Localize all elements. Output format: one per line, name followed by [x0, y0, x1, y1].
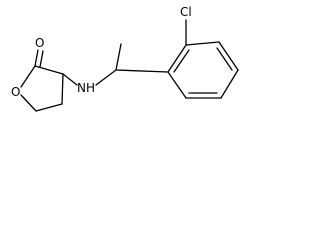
side-chain: [62, 43, 169, 86]
phenyl-ring: [167, 41, 239, 99]
bond-ar2-ar3: [185, 41, 220, 46]
aromatic-inner-bond-2: [216, 47, 233, 71]
bond-ch-phenyl: [115, 69, 169, 73]
carbonyl-double-bond: [34, 49, 44, 68]
bond-c2-o-inner: [39, 50, 44, 68]
bond-c2-o-outer: [34, 49, 39, 67]
lactone-ring: [20, 65, 64, 112]
bond-nh-ch: [95, 69, 117, 86]
bond-c5-o: [20, 94, 37, 112]
carbonyl-oxygen-label: O: [35, 36, 44, 50]
ring-oxygen-label: O: [11, 85, 20, 99]
chlorine-label: Cl: [180, 5, 192, 19]
aromatic-inner-bond-1: [173, 49, 190, 73]
bond-ch-methyl: [115, 43, 122, 71]
bond-ar6-ar1: [167, 71, 187, 99]
bond-ar1-ar2: [167, 44, 187, 73]
bond-c4-c5: [35, 103, 63, 112]
chemical-structure-diagram: O O NH Cl: [11, 5, 239, 112]
bond-c2-c3: [34, 65, 64, 75]
bond-o-c2: [20, 65, 36, 88]
bond-c3-nh: [62, 73, 78, 86]
bond-ar3-ar4: [218, 41, 239, 71]
amine-label: NH: [77, 81, 95, 95]
bond-ar4-ar5: [220, 69, 239, 99]
bond-c3-c4: [61, 73, 64, 105]
